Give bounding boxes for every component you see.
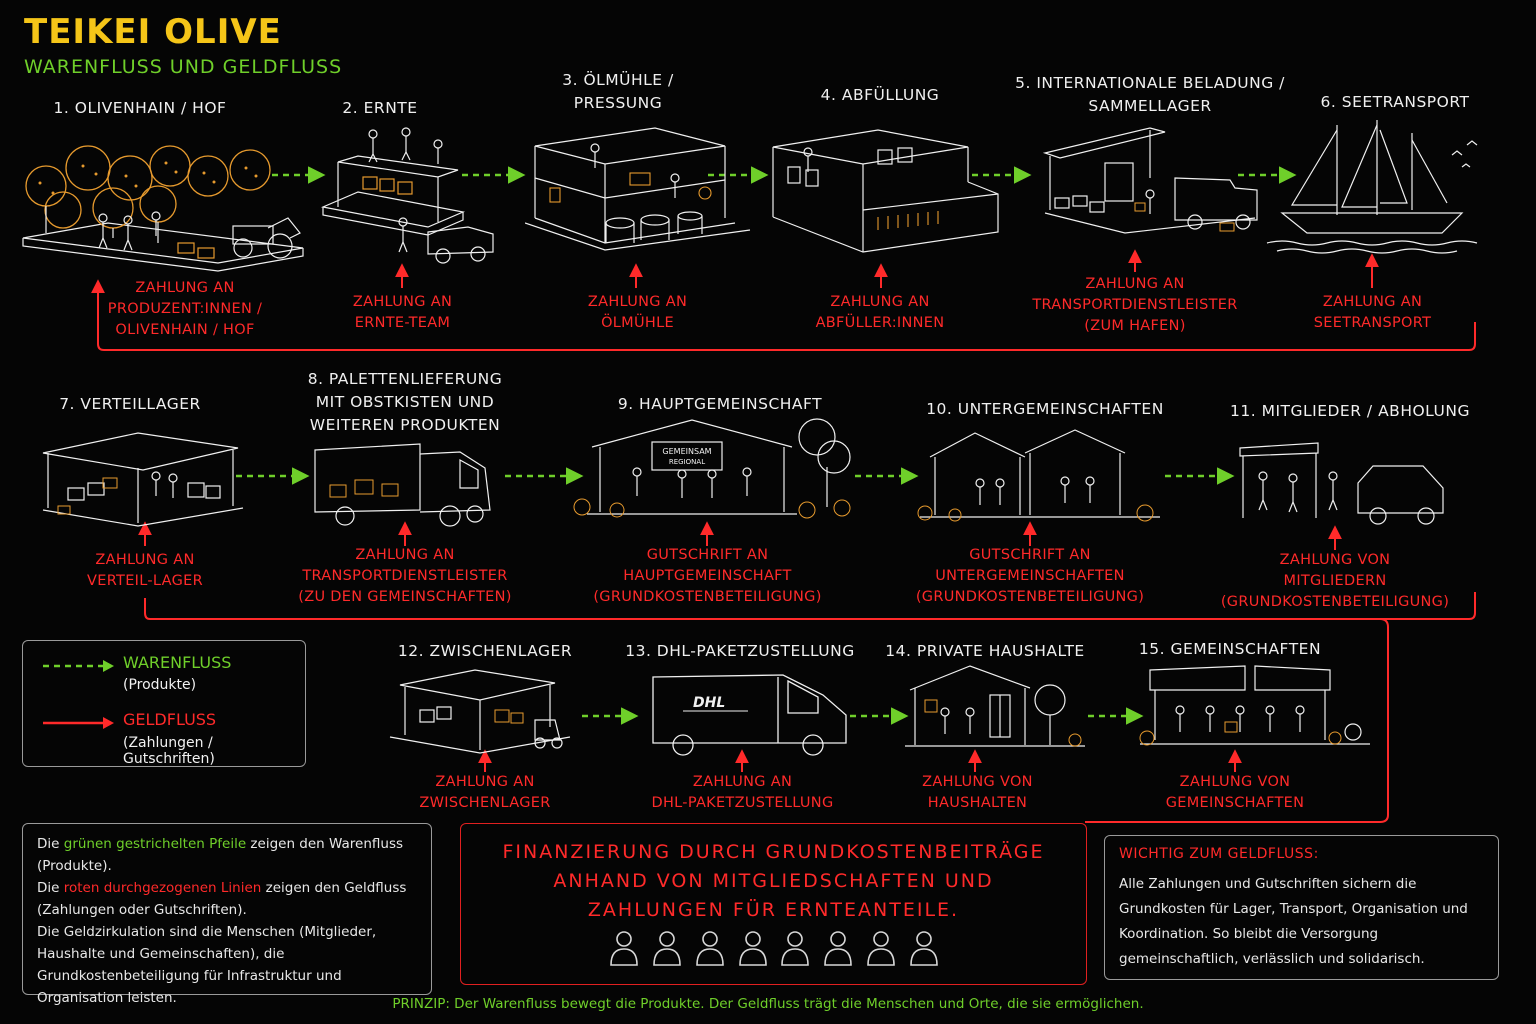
financing-text: FINANZIERUNG DURCH GRUNDKOSTENBEITRÄGE A…: [502, 841, 1045, 921]
person-icon: [867, 931, 895, 966]
stage-8-title: 8. PALETTENLIEFERUNG MIT OBSTKISTEN UND …: [307, 370, 503, 434]
explanation-box: Die grünen gestrichelten Pfeile zeigen d…: [22, 823, 432, 1006]
note-circulation-text: Die Geldzirkulation sind die Menschen (M…: [37, 924, 377, 1006]
legend-money-sub: (Zahlungen / Gutschriften): [123, 735, 215, 767]
person-icon: [910, 931, 938, 966]
payment-1: ZAHLUNG AN PRODUZENT:INNEN / OLIVENHAIN …: [107, 280, 263, 338]
important-box: WICHTIG ZUM GELDFLUSS: Alle Zahlungen un…: [1104, 835, 1499, 980]
stage-9-title: 9. HAUPTGEMEINSCHAFT: [617, 395, 823, 413]
goods-arrow-icon: [43, 660, 114, 672]
sub-communities-icon: [917, 429, 1160, 522]
money-arrow-icon: [43, 717, 114, 729]
financing-box: FINANZIERUNG DURCH GRUNDKOSTENBEITRÄGE A…: [460, 823, 1087, 985]
stage-1-title: 1. OLIVENHAIN / HOF: [53, 99, 227, 117]
person-icon: [781, 931, 810, 966]
household-icon: [905, 665, 1085, 747]
stage-12-title: 12. ZWISCHENLAGER: [397, 642, 573, 660]
main-community-icon: GEMEINSAM REGIONAL: [573, 418, 851, 519]
payment-9: GUTSCHRIFT AN HAUPTGEMEINSCHAFT (GRUNDKO…: [593, 547, 822, 605]
stage-2-title: 2. ERNTE: [342, 99, 418, 117]
stage-3-title: 3. ÖLMÜHLE / PRESSUNG: [562, 71, 674, 112]
warehouse-truck-icon: [1042, 127, 1258, 234]
olive-grove-icon: [22, 145, 304, 272]
legend-money-label: GELDFLUSS: [123, 710, 217, 729]
stage-6-title: 6. SEETRANSPORT: [1320, 93, 1470, 111]
person-icon: [738, 931, 767, 966]
payment-7: ZAHLUNG AN VERTEIL-LAGER: [87, 552, 203, 589]
stage-7-title: 7. VERTEILLAGER: [59, 395, 201, 413]
note-red-text: roten durchgezogenen Linien: [63, 880, 262, 896]
stage-14-title: 14. PRIVATE HAUSHALTE: [885, 642, 1085, 660]
stage-5-title: 5. INTERNATIONALE BELADUNG / SAMMELLAGER: [1015, 74, 1285, 115]
person-icon: [653, 931, 681, 966]
stage-10-title: 10. UNTERGEMEINSCHAFTEN: [926, 400, 1164, 418]
stage-13-title: 13. DHL-PAKETZUSTELLUNG: [625, 642, 855, 660]
page-title: TEIKEI OLIVE: [24, 12, 282, 52]
legend-box: WARENFLUSS (Produkte) GELDFLUSS (Zahlung…: [22, 640, 306, 767]
community-sign: GEMEINSAM: [662, 447, 711, 456]
legend-goods-sub: (Produkte): [123, 677, 197, 693]
note-green-text: grünen gestrichelten Pfeile: [63, 836, 247, 852]
payment-5: ZAHLUNG AN TRANSPORTDIENSTLEISTER (ZUM H…: [1032, 276, 1238, 334]
payment-10: GUTSCHRIFT AN UNTERGEMEINSCHAFTEN (GRUND…: [915, 547, 1145, 605]
bottling-icon: [772, 129, 999, 253]
stage-4-title: 4. ABFÜLLUNG: [820, 86, 940, 104]
legend-goods-label: WARENFLUSS: [123, 653, 232, 672]
important-text: Alle Zahlungen und Gutschriften sichern …: [1119, 876, 1468, 967]
dhl-van-icon: DHL: [652, 674, 847, 756]
important-title: WICHTIG ZUM GELDFLUSS:: [1119, 846, 1319, 862]
payment-15: ZAHLUNG VON GEMEINSCHAFTEN: [1165, 774, 1305, 811]
principle-text: PRINZIP: Der Warenfluss bewegt die Produ…: [392, 996, 1144, 1012]
person-icon: [695, 931, 724, 966]
harvest-icon: [320, 127, 494, 264]
people-row: [609, 929, 939, 969]
payment-12: ZAHLUNG AN ZWISCHENLAGER: [419, 774, 551, 811]
truck-icon: [314, 443, 491, 527]
page-subtitle: WARENFLUSS UND GELDFLUSS: [24, 56, 343, 78]
payment-3: ZAHLUNG AN ÖLMÜHLE: [587, 294, 688, 331]
payment-4: ZAHLUNG AN ABFÜLLER:INNEN: [815, 294, 945, 331]
interim-storage-icon: [389, 669, 571, 754]
payment-14: ZAHLUNG VON HAUSHALTEN: [922, 774, 1033, 811]
payment-11: ZAHLUNG VON MITGLIEDERN (GRUNDKOSTENBETE…: [1220, 552, 1450, 610]
person-icon: [824, 931, 853, 966]
payment-13: ZAHLUNG AN DHL-PAKETZUSTELLUNG: [651, 774, 834, 811]
communities-icon: [1139, 665, 1370, 746]
dhl-logo: DHL: [693, 695, 725, 711]
person-icon: [610, 931, 638, 966]
payment-2: ZAHLUNG AN ERNTE-TEAM: [352, 294, 453, 331]
stage-15-title: 15. GEMEINSCHAFTEN: [1138, 640, 1322, 658]
payment-8: ZAHLUNG AN TRANSPORTDIENSTLEISTER (ZU DE…: [298, 547, 512, 605]
sailing-ship-icon: [1266, 120, 1478, 254]
svg-text:REGIONAL: REGIONAL: [669, 458, 705, 466]
money-line-row1: [91, 279, 1476, 351]
oil-mill-icon: [525, 127, 751, 251]
payment-6: ZAHLUNG AN SEETRANSPORT: [1313, 294, 1432, 331]
stage-11-title: 11. MITGLIEDER / ABHOLUNG: [1230, 402, 1470, 420]
member-pickup-icon: [1239, 442, 1444, 525]
distribution-warehouse-icon: [42, 432, 244, 527]
